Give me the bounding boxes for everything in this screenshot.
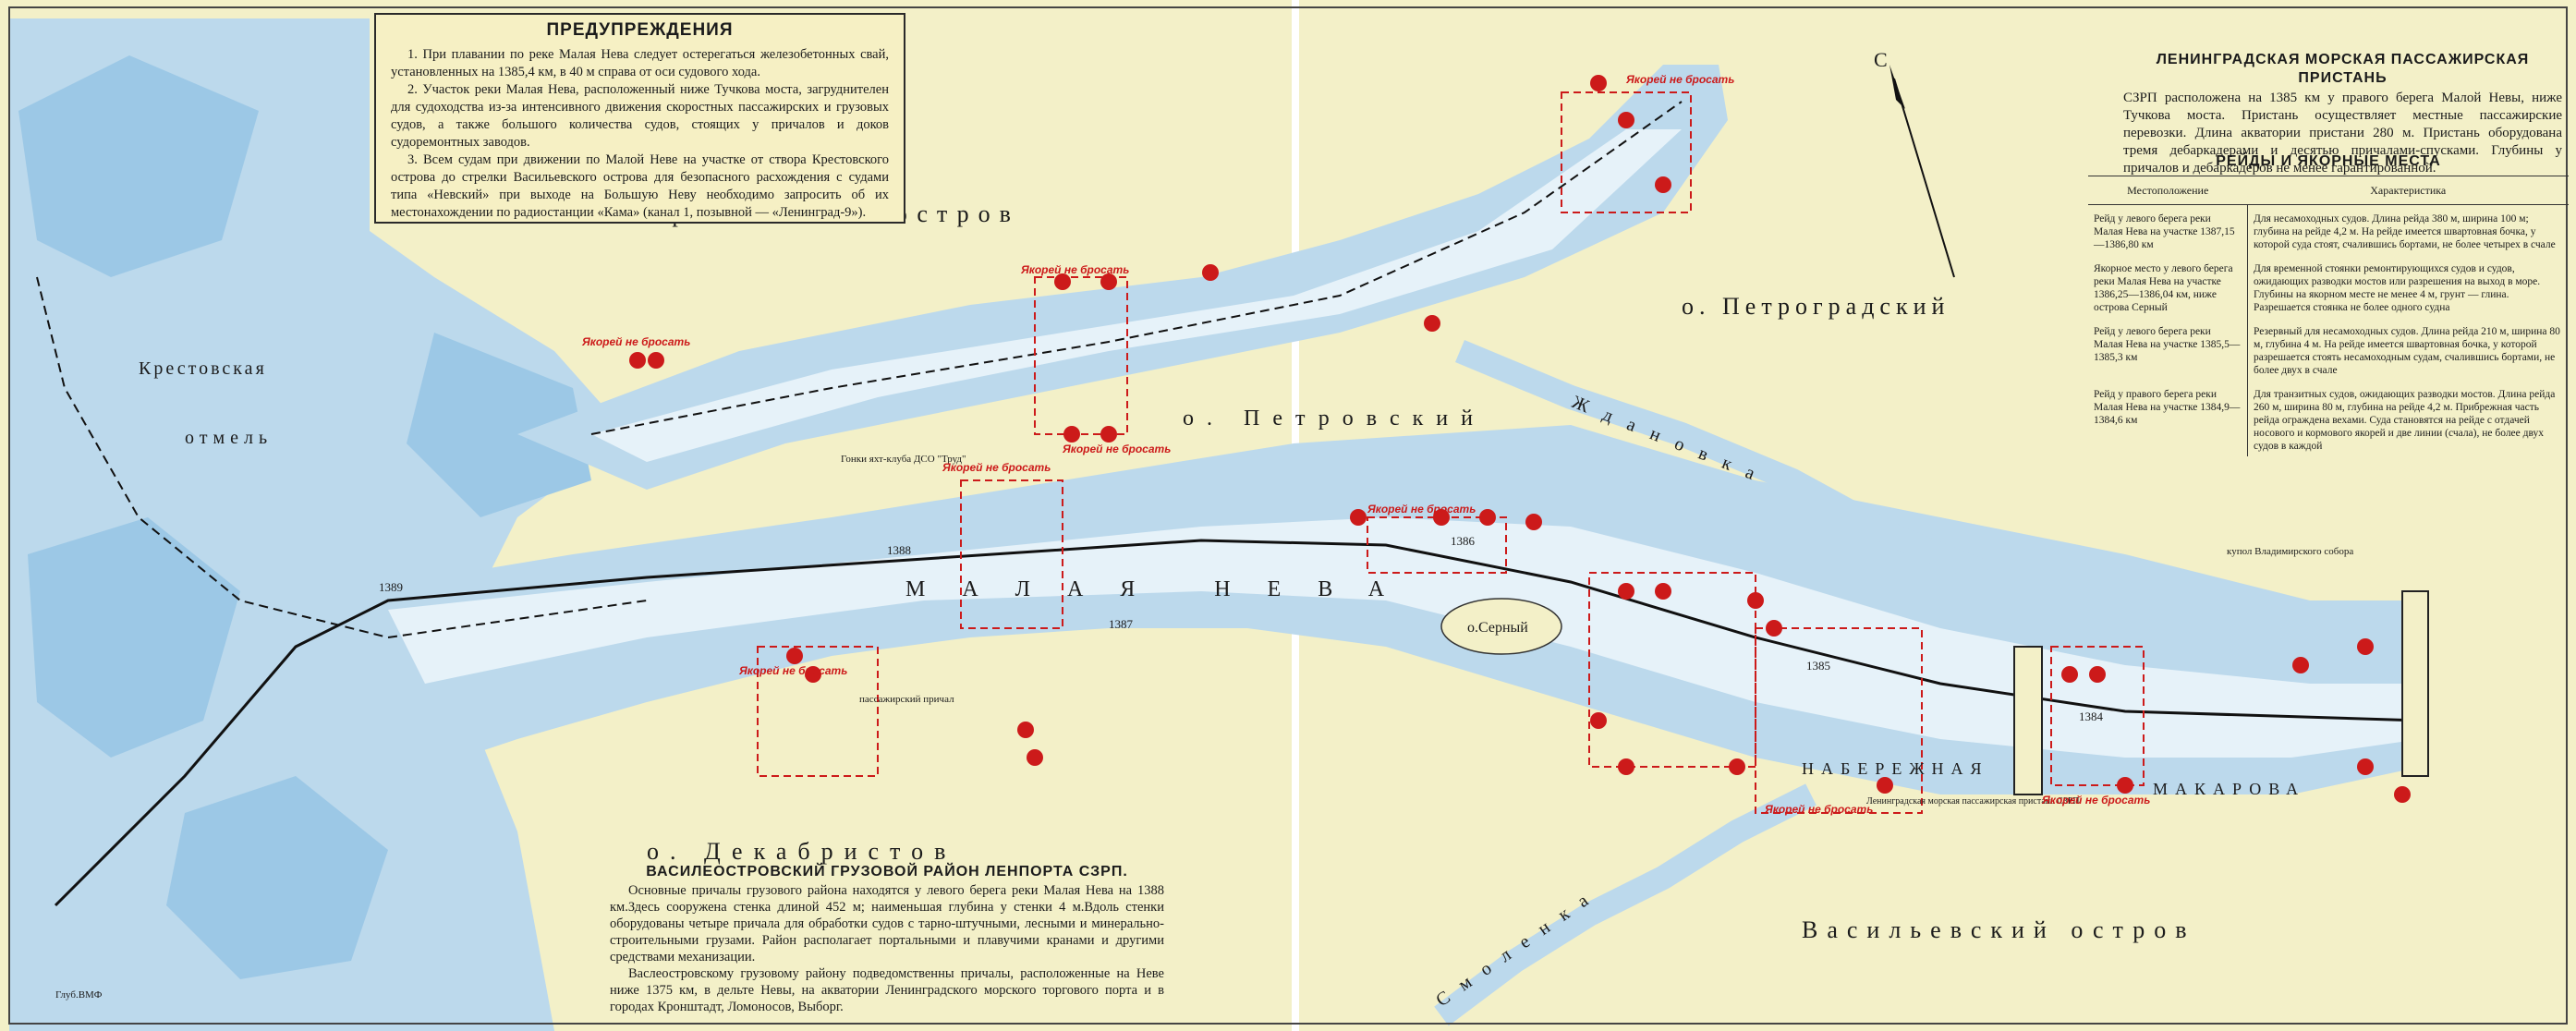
fairway: [388, 517, 2421, 758]
label-petrovsky: о. Петровский: [1183, 406, 1486, 431]
shoal-area: [407, 333, 591, 517]
no-anchor-label: Якорей не бросать: [581, 335, 690, 348]
no-anchor-label: Якорей не бросать: [1367, 503, 1476, 516]
label-naberezhnaya: НАБЕРЕЖНАЯ: [1802, 759, 1988, 778]
warnings-panel: ПРЕДУПРЕЖДЕНИЯ 1. При плавании по реке М…: [374, 13, 905, 224]
row-location: Рейд у левого берега реки Малая Нева на …: [2088, 318, 2248, 381]
km-mark-1386: 1386: [1451, 534, 1476, 548]
label-pier: пассажирский причал: [859, 694, 954, 705]
row-characteristics: Для несамоходных судов. Длина рейда 380 …: [2254, 213, 2556, 250]
label-vladimir-cupola: купол Владимирского собора: [2227, 546, 2353, 557]
col-characteristics: Характеристика: [2247, 176, 2569, 205]
km-mark-1385: 1385: [1806, 659, 1830, 673]
bridge: [2401, 590, 2429, 777]
row-characteristics: Резервный для несамоходных судов. Длина …: [2254, 326, 2560, 376]
label-serny: о.Серный: [1467, 620, 1528, 636]
roads-title: РЕЙДЫ И ЯКОРНЫЕ МЕСТА: [2216, 153, 2441, 169]
row-characteristics: Для транзитных судов, ожидающих разводки…: [2254, 389, 2556, 452]
warning-paragraph: 1. При плавании по реке Малая Нева следу…: [391, 47, 889, 79]
vasileostrovsky-paragraph: Основные причалы грузового района находя…: [610, 883, 1164, 964]
shoal-area: [166, 776, 388, 979]
shoal-area: [28, 517, 240, 758]
pier-text: СЗРП расположена на 1385 км у правого бе…: [2123, 91, 2562, 176]
dashed-track: [36, 101, 1683, 639]
no-anchor-label: Якорей не бросать: [1625, 73, 1734, 86]
fairway: [591, 129, 1682, 462]
col-location: Местоположение: [2088, 176, 2248, 205]
label-vasilievsky: Васильевский остров: [1802, 916, 2195, 943]
table-row: Якорное место у левого берега реки Малая…: [2088, 255, 2569, 318]
mooring-posts: [629, 75, 2411, 803]
warnings-title: ПРЕДУПРЕЖДЕНИЯ: [546, 20, 734, 40]
chart-frame: [8, 6, 2568, 1025]
no-anchor-label: Якорей не бросать: [1020, 263, 1129, 276]
km-mark-1387: 1387: [1109, 617, 1134, 631]
roads-anchorages-panel: РЕЙДЫ И ЯКОРНЫЕ МЕСТА Местоположение Хар…: [2088, 148, 2569, 485]
gulf-water: [9, 18, 628, 1031]
row-location: Рейд у левого берега реки Малая Нева на …: [2088, 204, 2248, 255]
label-otmel: отмель: [185, 428, 273, 448]
no-anchor-label: Якорей не бросать: [2041, 794, 2150, 807]
label-lenpier: Ленинградская морская пассажирская прист…: [1866, 796, 2080, 807]
recommended-track: [54, 539, 2422, 907]
serny-island: [1440, 598, 1562, 655]
label-yacht-club: Гонки яхт-клуба ДСО "Труд": [841, 454, 966, 465]
warning-paragraph: 2. Участок реки Малая Нева, расположенны…: [391, 82, 889, 150]
km-mark-1388: 1388: [887, 543, 911, 557]
vasileostrovsky-paragraph: Васлеостровскому грузовому району подвед…: [610, 966, 1164, 1014]
row-characteristics: Для временной стоянки ремонтирующихся су…: [2254, 263, 2541, 313]
table-row: Рейд у правого берега реки Малая Нева на…: [2088, 381, 2569, 456]
roads-table: Местоположение Характеристика Рейд у лев…: [2088, 176, 2569, 456]
label-dekabristov: о. Декабристов: [647, 838, 956, 865]
smolenka-river: [1434, 783, 1817, 1026]
no-anchoring-zones: [757, 91, 2145, 814]
vasileostrovsky-title: ВАСИЛЕОСТРОВСКИЙ ГРУЗОВОЙ РАЙОН ЛЕНПОРТА…: [646, 864, 1128, 879]
km-mark-1384: 1384: [2079, 710, 2104, 723]
label-malaya-neva: МАЛАЯ НЕВА: [905, 577, 1421, 601]
shoal-area: [18, 55, 259, 277]
table-header-row: Местоположение Характеристика: [2088, 176, 2569, 205]
label-krestovskaya: Крестовская: [139, 358, 267, 379]
row-location: Рейд у правого берега реки Малая Нева на…: [2088, 381, 2248, 456]
no-anchor-label: Якорей не бросать: [738, 664, 847, 677]
label-petrogradsky: о. Петроградский: [1682, 293, 1950, 320]
km-mark-1389: 1389: [379, 580, 403, 594]
no-anchor-label: Якорей не бросать: [1764, 803, 1873, 816]
row-location: Якорное место у левого берега реки Малая…: [2088, 255, 2248, 318]
label-vmf: Глуб.ВМФ: [55, 989, 103, 1001]
no-anchor-label: Якорей не бросать: [942, 461, 1051, 474]
zhdanovka-river: [1455, 340, 1991, 585]
table-row: Рейд у левого берега реки Малая Нева на …: [2088, 318, 2569, 381]
bridge: [2013, 646, 2043, 795]
passenger-pier-info: ЛЕНИНГРАДСКАЯ МОРСКАЯ ПАССАЖИРСКАЯ ПРИСТ…: [2120, 51, 2566, 177]
pier-title: ЛЕНИНГРАДСКАЯ МОРСКАЯ ПАССАЖИРСКАЯ ПРИСТ…: [2156, 52, 2530, 86]
warning-paragraph: 3. Всем судам при движении по Малой Неве…: [391, 152, 889, 220]
table-row: Рейд у левого берега реки Малая Нева на …: [2088, 204, 2569, 255]
label-makarova: МАКАРОВА: [2153, 780, 2305, 798]
north-arrow: С: [1874, 48, 1955, 278]
no-anchor-label: Якорей не бросать: [1062, 443, 1171, 455]
vasileostrovsky-info: ВАСИЛЕОСТРОВСКИЙ ГРУЗОВОЙ РАЙОН ЛЕНПОРТА…: [610, 864, 1164, 1015]
north-label: С: [1874, 48, 1888, 71]
